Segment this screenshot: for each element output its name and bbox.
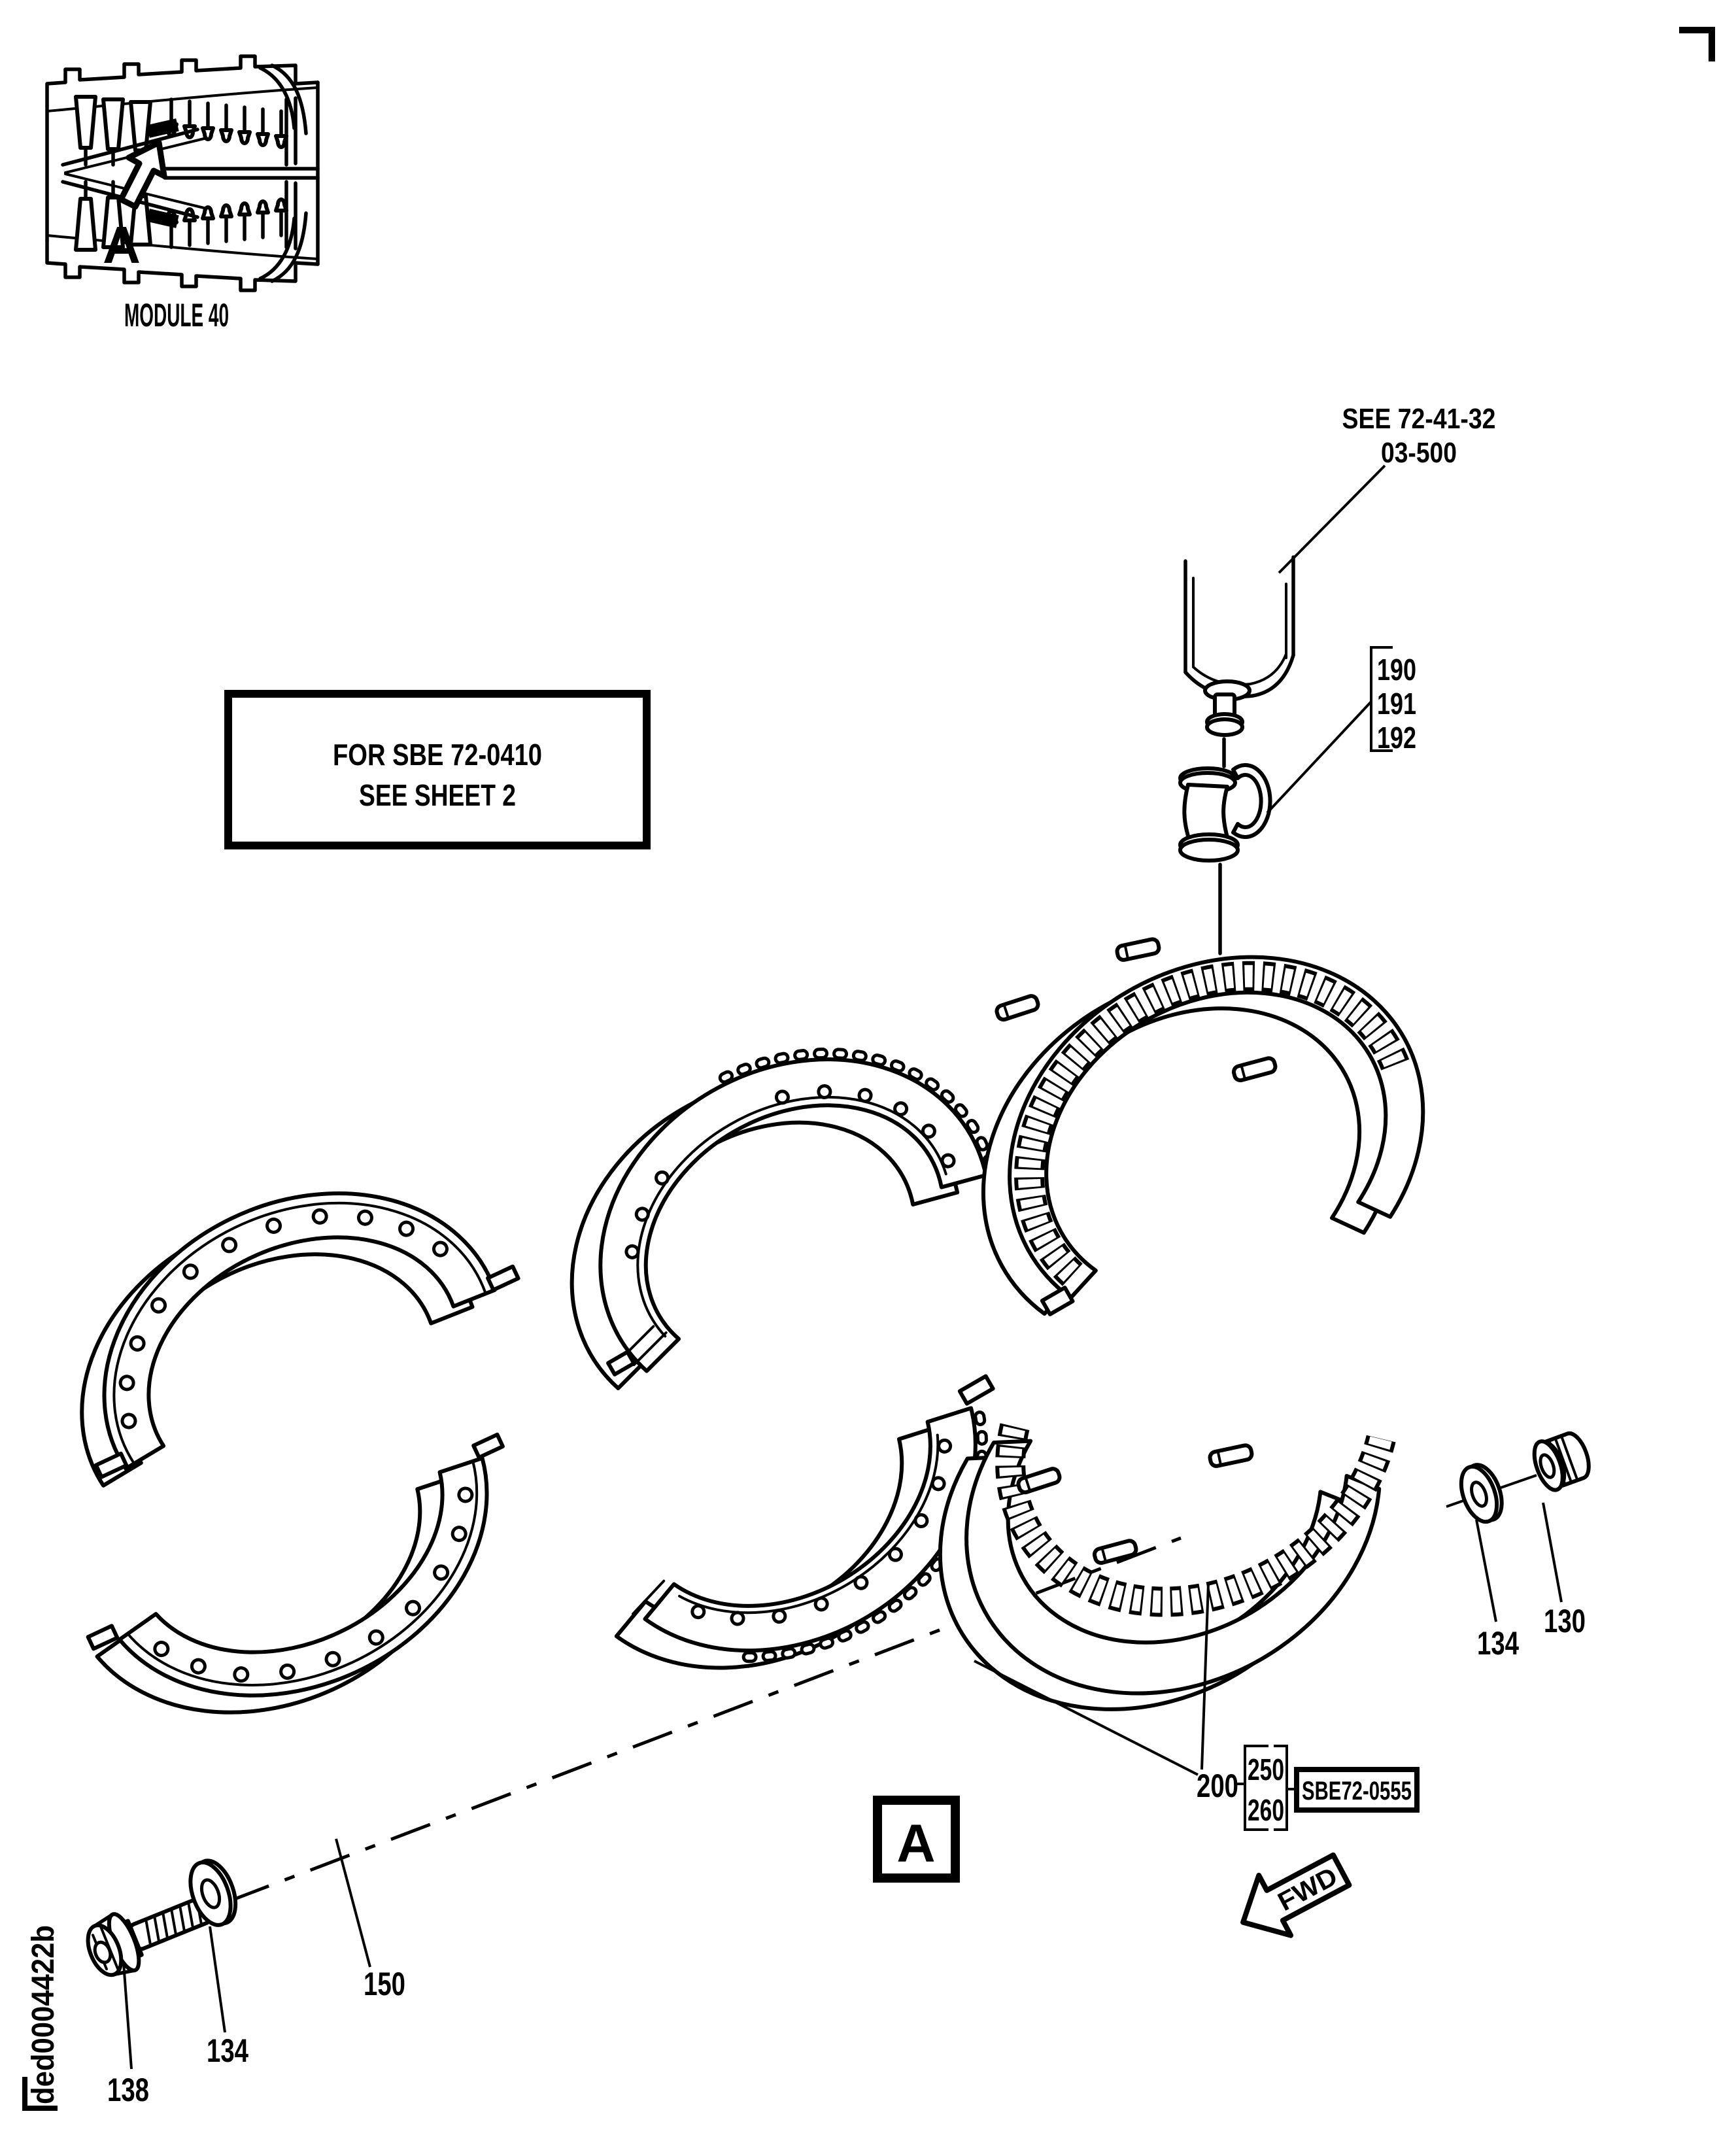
detail-marker-label: A	[896, 1814, 935, 1873]
callout-group-200: 200 250 260 SBE72-0555	[1197, 1745, 1420, 1831]
air-duct-tube	[1183, 555, 1295, 702]
callout-leaders	[122, 1502, 1563, 2070]
callout-130: 130	[1544, 1603, 1586, 1639]
engine-cross-section	[47, 56, 318, 290]
callout-group-190-192: 190 191 192	[1266, 646, 1416, 814]
detail-a-arrow	[118, 139, 167, 210]
see-ref-leader	[1278, 464, 1386, 574]
sheet-note-line1: FOR SBE 72-0410	[333, 738, 542, 772]
callout-260: 260	[1248, 1793, 1284, 1827]
detail-a-arrow-label: A	[103, 216, 141, 274]
callout-192: 192	[1377, 721, 1416, 755]
vane-ring-lower-half	[938, 1423, 1396, 1711]
callout-200: 200	[1197, 1768, 1238, 1804]
grommet-plunger	[1205, 692, 1244, 737]
sheet-note-line2: SEE SHEET 2	[359, 778, 516, 812]
assembly-centerline	[148, 1536, 1182, 1934]
vane-ring-upper-half	[981, 955, 1425, 1316]
washer-134-right	[1459, 1463, 1504, 1524]
nut-130	[1532, 1431, 1591, 1492]
detail-marker-box: A	[873, 1796, 960, 1883]
sheet-note-box: FOR SBE 72-0410 SEE SHEET 2	[224, 690, 651, 849]
callout-134-left: 134	[207, 2032, 248, 2069]
callout-138: 138	[107, 2072, 149, 2108]
module-caption: MODULE 40	[124, 297, 229, 333]
top-right-corner-mark	[1679, 27, 1715, 61]
callout-191: 191	[1377, 687, 1416, 721]
shroud-ring-150-lower-half	[86, 1432, 505, 1715]
see-ref-line1: SEE 72-41-32	[1342, 403, 1496, 435]
see-ref-line2: 03-500	[1381, 437, 1457, 469]
bolt-138	[86, 1896, 212, 1977]
callout-250: 250	[1248, 1752, 1284, 1787]
callout-150: 150	[364, 1966, 405, 2002]
callout-190: 190	[1377, 653, 1416, 687]
seal-ring-upper-half	[570, 1047, 996, 1391]
vane-pins	[995, 937, 1278, 1565]
washer-134-left	[188, 1858, 238, 1927]
fwd-arrow: FWD	[1240, 1852, 1352, 1938]
doc-number: ded0004422b	[26, 1925, 61, 2104]
spool-spacer	[1178, 763, 1272, 863]
callout-134-right: 134	[1477, 1625, 1519, 1662]
service-bulletin-box	[1294, 1767, 1420, 1813]
bottom-left-corner-mark	[22, 2077, 58, 2111]
service-bulletin-label: SBE72-0555	[1302, 1777, 1412, 1805]
shroud-ring-150-upper-half	[80, 1191, 520, 1488]
